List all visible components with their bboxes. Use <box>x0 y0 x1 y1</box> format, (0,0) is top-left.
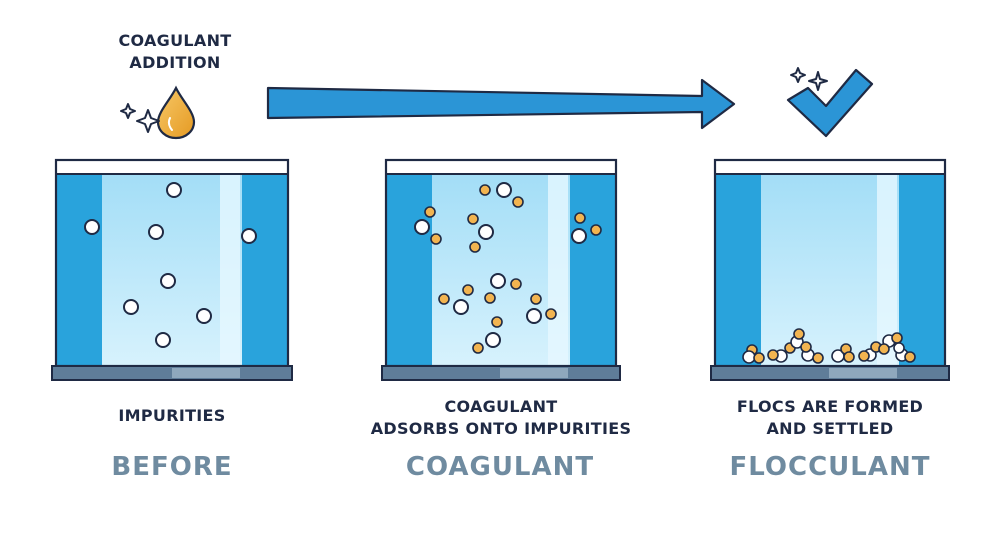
tank-before <box>51 158 293 381</box>
stage-label-before: BEFORE <box>111 452 233 482</box>
tank-coagulant <box>381 158 621 381</box>
coagulant-particles <box>424 184 602 354</box>
tank-flocculant <box>710 158 950 381</box>
coagulant-drop-icon <box>156 85 196 140</box>
impurity-particles <box>414 182 587 348</box>
stage-label-flocculant: FLOCCULANT <box>729 452 931 482</box>
addition-title: COAGULANT ADDITION <box>100 30 250 74</box>
addition-line-2: ADDITION <box>129 53 221 72</box>
addition-line-1: COAGULANT <box>118 31 232 50</box>
checkmark-icon <box>786 68 874 138</box>
caption-tank-3-line-1: FLOCS ARE FORMED <box>736 397 924 416</box>
sparkle-icon <box>790 67 828 91</box>
caption-tank-1: IMPURITIES <box>118 406 226 425</box>
caption-tank-2: COAGULANT ADSORBS ONTO IMPURITIES <box>336 396 666 440</box>
stage-label-coagulant: COAGULANT <box>405 452 595 482</box>
caption-tank-2-line-2: ADSORBS ONTO IMPURITIES <box>370 419 632 438</box>
process-arrow-icon <box>266 78 736 130</box>
caption-tank-3: FLOCS ARE FORMED AND SETTLED <box>690 396 970 440</box>
sparkle-icon <box>120 103 160 133</box>
impurity-particles <box>84 182 257 348</box>
settled-flocs <box>742 328 916 364</box>
caption-tank-2-line-1: COAGULANT <box>444 397 558 416</box>
caption-tank-3-line-2: AND SETTLED <box>766 419 894 438</box>
